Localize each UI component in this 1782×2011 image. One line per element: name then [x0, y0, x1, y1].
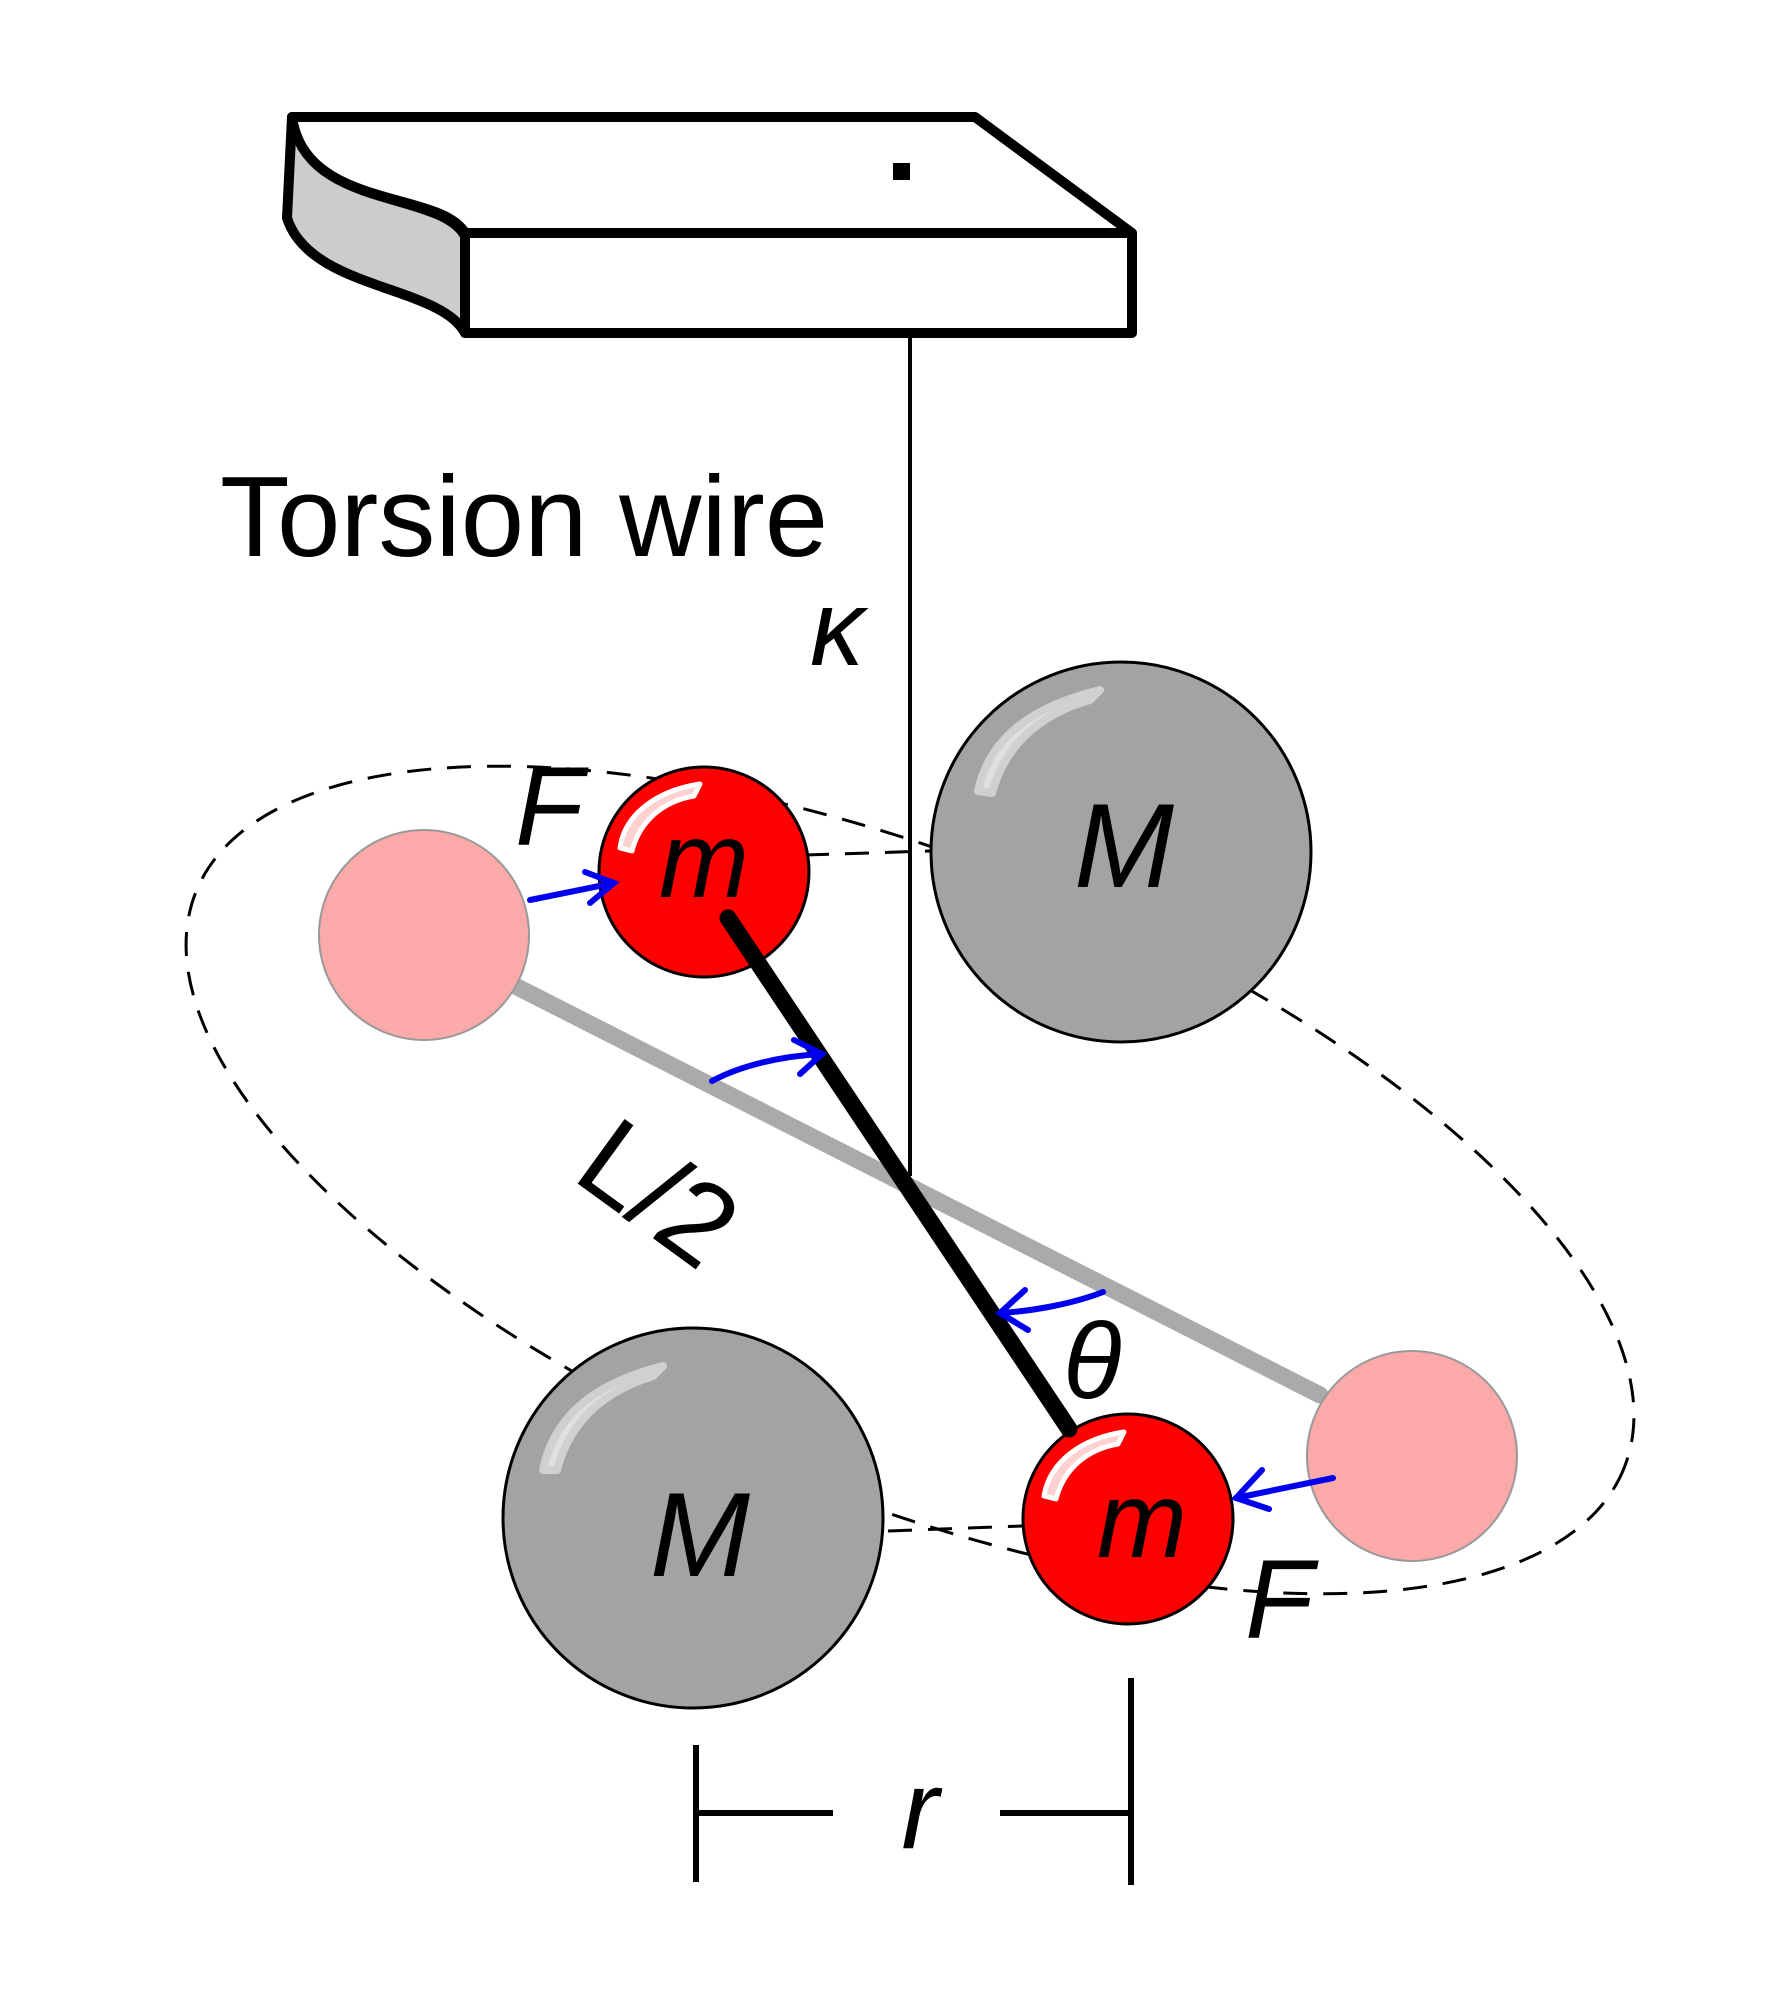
large-mass-bottom: [501, 1326, 885, 1710]
small-mass-bottom-label: m: [1097, 1459, 1187, 1580]
highlight: [617, 781, 703, 854]
large-mass-top: [929, 660, 1313, 1044]
force-bottom-label: F: [1245, 1537, 1319, 1662]
angle-label: θ: [1063, 1300, 1122, 1421]
separation-dimension: [693, 1678, 1134, 1885]
initial-small-mass-bottom: [1306, 1350, 1518, 1562]
rotation-arrow-upper: [709, 1037, 828, 1084]
initial-small-mass-top: [318, 829, 530, 1041]
torsion-constant-label: κ: [810, 567, 869, 688]
separation-label: r: [901, 1747, 943, 1872]
small-mass-top-label: m: [659, 799, 749, 920]
force-top-label: F: [515, 744, 589, 869]
support-front-face: [460, 228, 1137, 338]
large-mass-bottom-label: M: [650, 1468, 750, 1602]
highlight: [1041, 1429, 1127, 1502]
highlight: [974, 686, 1104, 797]
angle-arc: [995, 1287, 1106, 1333]
separation-dash-bottom: [887, 1524, 1024, 1533]
wire-anchor-mark: [893, 163, 910, 180]
highlight: [539, 1362, 667, 1474]
force-arrow-bottom: [1230, 1467, 1336, 1512]
force-arrow-top: [527, 869, 620, 906]
support-block: [282, 112, 1137, 338]
separation-dash-top: [804, 849, 931, 857]
torsion-wire-label: Torsion wire: [220, 454, 828, 581]
small-mass-bottom: [1021, 1412, 1235, 1626]
current-rod: [719, 909, 1078, 1438]
small-mass-top: [597, 765, 811, 979]
large-mass-top-label: M: [1074, 779, 1174, 913]
half-length-label: L/2: [555, 1093, 762, 1293]
